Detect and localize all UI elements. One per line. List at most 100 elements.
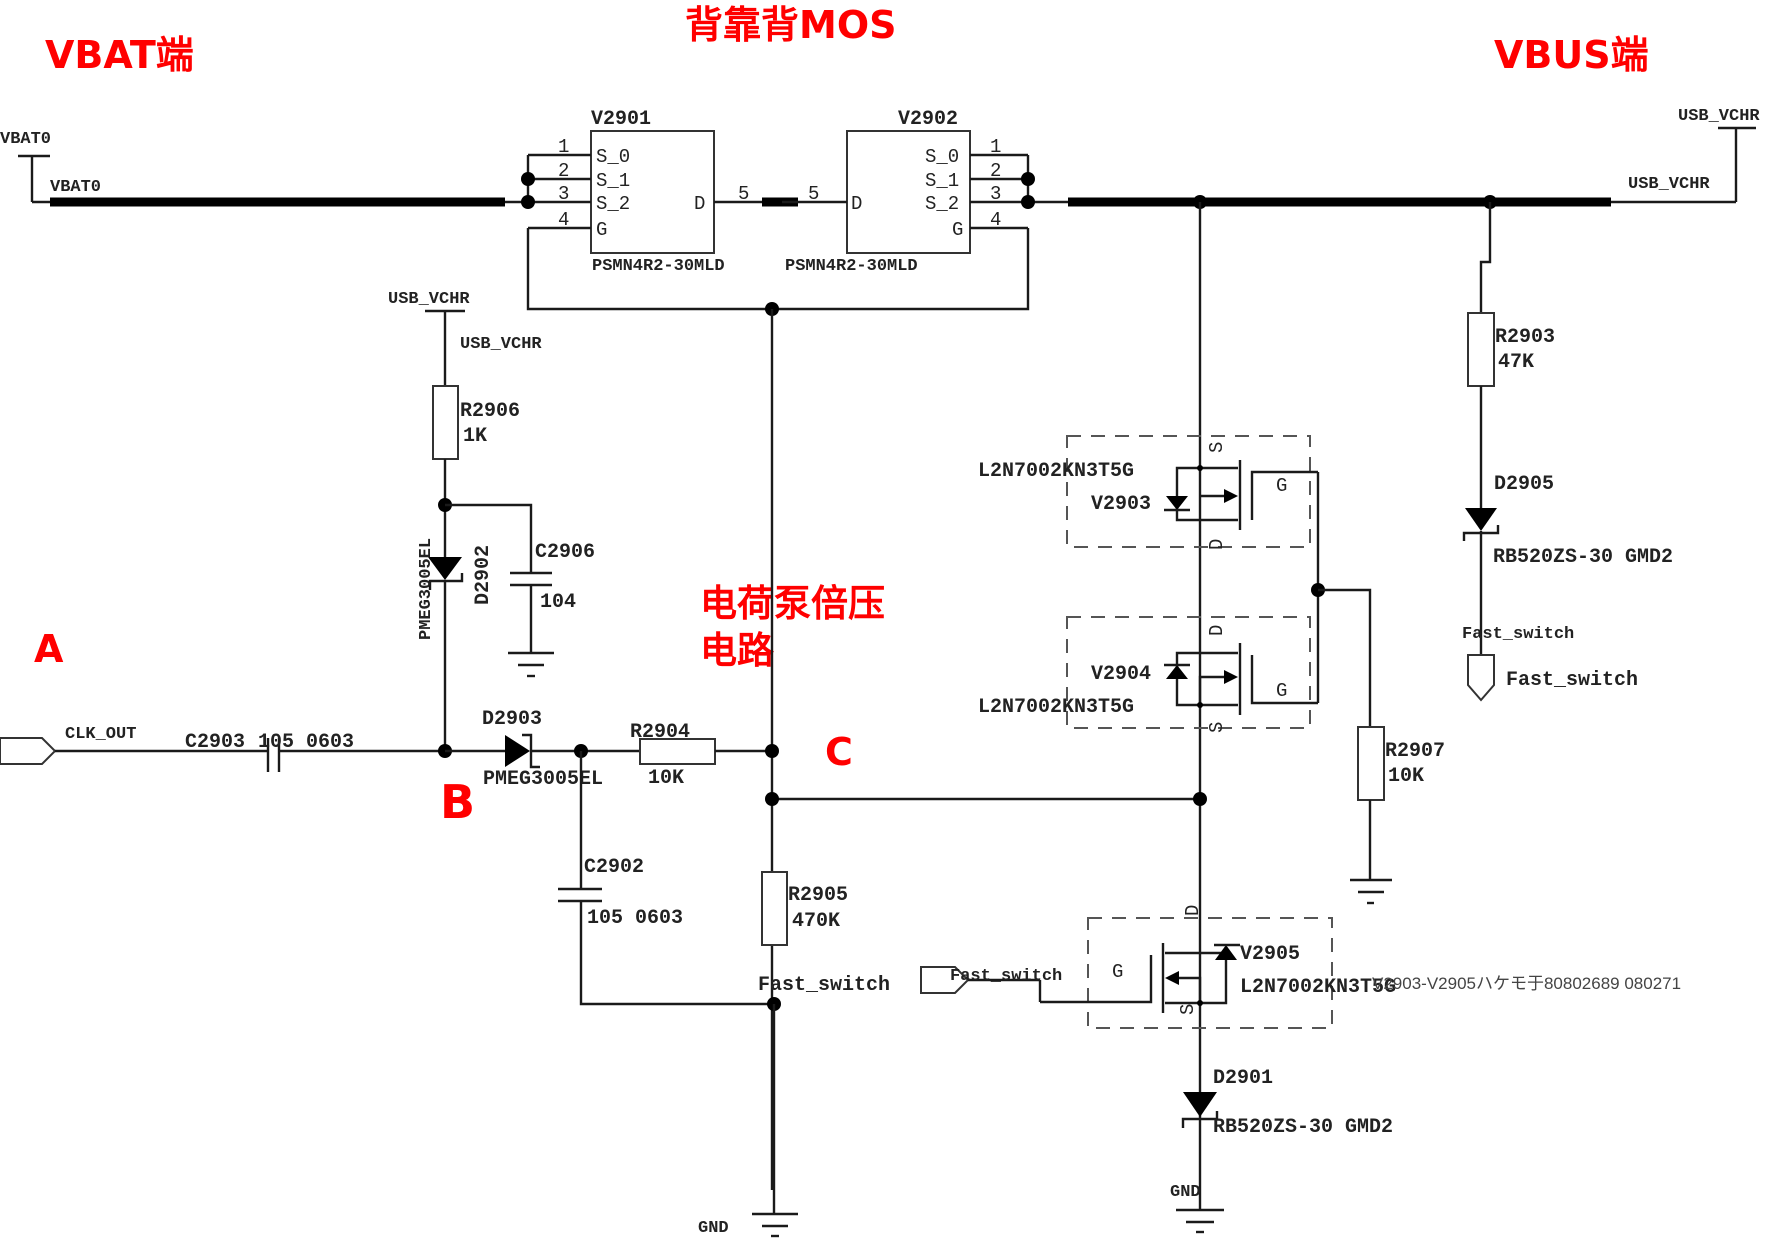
usb-vchr-power-port-left [425, 309, 465, 386]
fast-switch-port-right [1467, 654, 1495, 702]
v2901-pin-g: G [596, 219, 607, 241]
v2902-pin3: 3 [990, 183, 1001, 205]
vbat0-net-label: VBAT0 [50, 178, 101, 197]
r2906-value: 1K [463, 425, 487, 448]
d2905-ref: D2905 [1494, 473, 1554, 496]
junction [1193, 792, 1207, 806]
c2902-value: 105 0603 [587, 907, 683, 930]
v2901-pin2: 2 [558, 160, 569, 182]
usb-vchr-port-label-left: USB_VCHR [388, 290, 470, 309]
v2905-mosfet-icon [1040, 943, 1240, 1013]
v2903-mosfet-icon [1164, 460, 1318, 530]
d2901-ref: D2901 [1213, 1067, 1273, 1090]
v2905-pin-s: S [1177, 1004, 1199, 1015]
v2901-pin1: 1 [558, 136, 569, 158]
usb-vchr-net-label-left: USB_VCHR [460, 335, 542, 354]
gate-net-loop [526, 228, 1030, 1190]
c2906-value: 104 [540, 591, 576, 614]
gnd-symbol-left [752, 1212, 798, 1238]
point-b-label: B [440, 775, 475, 829]
r2904-value: 10K [648, 767, 684, 790]
c2903-capacitor [266, 738, 445, 772]
c2903-ref: C2903 [185, 731, 245, 754]
c2902-capacitor [558, 751, 772, 1006]
d2902-ref: D2902 [472, 545, 495, 605]
v2902-ref: V2902 [898, 108, 958, 131]
d2903-ref: D2903 [482, 708, 542, 731]
r2907-value: 10K [1388, 765, 1424, 788]
r2907-ref: R2907 [1385, 740, 1445, 763]
v2905-ref: V2905 [1240, 943, 1300, 966]
vbus-side-annotation: VBUS端 [1494, 33, 1649, 77]
c2906-ref: C2906 [535, 541, 595, 564]
gate-net-v2903-v2904 [1311, 472, 1372, 727]
r2905-value: 470K [792, 910, 840, 933]
c2903-value: 105 0603 [258, 731, 354, 754]
v2902-pin4: 4 [990, 209, 1001, 231]
v2902-pin1: 1 [990, 136, 1001, 158]
c2902-ref: C2902 [584, 856, 644, 879]
v2905-pin-g: G [1112, 961, 1123, 983]
r2907-resistor [1350, 726, 1392, 905]
v2903-pin-g: G [1276, 475, 1287, 497]
v2903-ref: V2903 [1091, 493, 1151, 516]
r2905-resistor [761, 871, 788, 946]
d2903-part: PMEG3005EL [483, 768, 603, 791]
v2901-ref: V2901 [591, 108, 651, 131]
v2902-mosfet [782, 130, 1068, 254]
gnd-label-left: GND [698, 1219, 729, 1238]
clk-out-port [0, 737, 57, 765]
d2901-part: RB520ZS-30 GMD2 [1213, 1116, 1393, 1139]
junction [765, 792, 779, 806]
node-c-junction [765, 744, 779, 758]
v2903-outline [1066, 435, 1311, 548]
fast-switch-port-label-left: Fast_switch [950, 967, 1062, 986]
v2905-pin-d: D [1182, 905, 1204, 916]
v2901-pin5: 5 [738, 183, 749, 205]
r2906-resistor [432, 385, 459, 557]
vbat-side-annotation: VBAT端 [45, 33, 194, 77]
charge-pump-annotation-line1: 电荷泵倍压 [700, 582, 885, 625]
r2903-ref: R2903 [1495, 326, 1555, 349]
v2904-mosfet-icon [1164, 643, 1318, 715]
vbat0-power-port [18, 154, 52, 204]
point-a-label: A [34, 627, 64, 671]
v2904-part: L2N7002KN3T5G [978, 696, 1134, 719]
v2905-part: L2N7002KN3T5G [1240, 976, 1396, 999]
fast-switch-net-label-right: Fast_switch [1462, 625, 1574, 644]
v2902-pin2: 2 [990, 160, 1001, 182]
gnd-label-right: GND [1170, 1183, 1201, 1202]
usb-vchr-net-label-right: USB_VCHR [1628, 175, 1710, 194]
v2903-pin-s: S [1206, 442, 1228, 453]
v2904-outline [1066, 616, 1311, 729]
d2902-diode-icon [428, 557, 464, 751]
v2901-pin-d: D [694, 193, 705, 215]
d2901-diode-icon [1176, 1092, 1224, 1234]
usb-vchr-power-port-right [1611, 126, 1756, 204]
v2903-pin-d: D [1206, 539, 1228, 550]
v2901-pin-s1: S_1 [596, 170, 630, 192]
v2904-pin-s: S [1206, 722, 1228, 733]
v2901-pin-s0: S_0 [596, 146, 630, 168]
d2905-diode-icon [1462, 508, 1500, 655]
v2902-pin-s2: S_2 [925, 193, 959, 215]
vbat0-port-label: VBAT0 [0, 130, 51, 149]
back-to-back-mos-annotation: 背靠背MOS [685, 3, 897, 47]
v2902-part: PSMN4R2-30MLD [785, 257, 918, 276]
fast-switch-port-label-right: Fast_switch [1506, 669, 1638, 692]
r2903-value: 47K [1498, 351, 1534, 374]
r2904-ref: R2904 [630, 721, 690, 744]
clk-out-label: CLK_OUT [65, 725, 136, 744]
fast-switch-port-left [920, 966, 970, 994]
v2902-pin-s1: S_1 [925, 170, 959, 192]
v2901-mosfet [505, 130, 778, 254]
footnote: V2903-V2905ハケモ于80802689 080271 [1372, 974, 1681, 993]
point-c-label: C [825, 730, 853, 774]
d2905-part: RB520ZS-30 GMD2 [1493, 546, 1673, 569]
v2905-outline [1087, 917, 1333, 1029]
usb-vchr-port-label-right: USB_VCHR [1678, 107, 1760, 126]
fast-switch-net-label-left: Fast_switch [758, 974, 890, 997]
v2901-part: PSMN4R2-30MLD [592, 257, 725, 276]
r2904-resistor [639, 738, 772, 765]
